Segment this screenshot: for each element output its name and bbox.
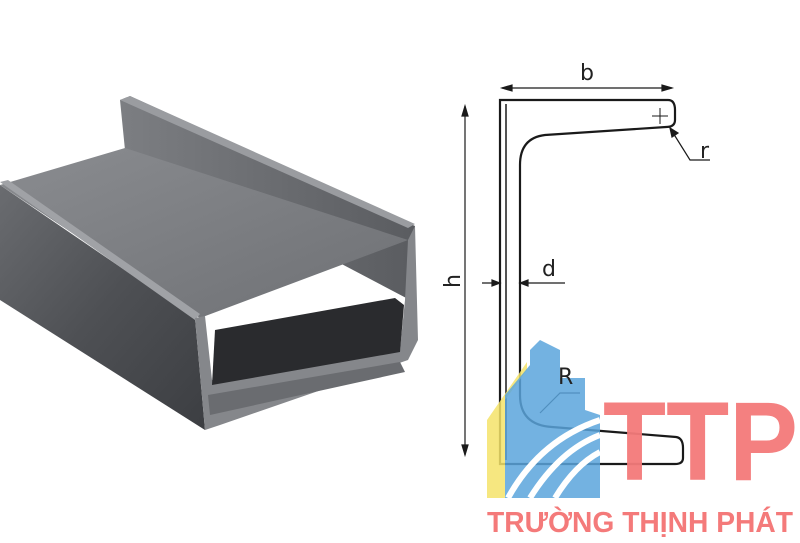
bottom-thickness: [208, 362, 405, 415]
arrow-icon: [518, 279, 529, 287]
arrow-icon: [499, 84, 513, 92]
steel-channel-photo: [0, 96, 418, 430]
back-wall-top-edge: [120, 96, 415, 228]
channel-floor: [0, 148, 408, 318]
flange-radius-label: r: [700, 139, 710, 164]
arrow-icon: [661, 84, 675, 92]
left-wall-top-edge: [0, 180, 200, 320]
root-radius-label: R: [558, 365, 573, 390]
logo-mark: TTP: [603, 379, 798, 504]
logo-name: TRƯỜNG THỊNH PHÁT: [487, 505, 793, 539]
left-wall-outer-face: [0, 185, 205, 430]
road-curves: [505, 417, 602, 500]
front-opening-dark: [212, 298, 404, 385]
front-end-face: [195, 226, 418, 430]
thickness-label: d: [542, 257, 556, 282]
arrow-icon: [491, 279, 502, 287]
flange-radius-leader: [669, 127, 710, 161]
ttp-logo: R TTP TRƯỜNG THỊNH PHÁT: [487, 340, 798, 539]
arrow-icon: [461, 444, 469, 458]
arrow-icon: [669, 126, 680, 138]
height-label: h: [441, 274, 466, 288]
width-label: b: [580, 61, 594, 86]
building-blue: [505, 340, 600, 498]
building-yellow: [487, 362, 527, 498]
arrow-icon: [461, 103, 469, 117]
